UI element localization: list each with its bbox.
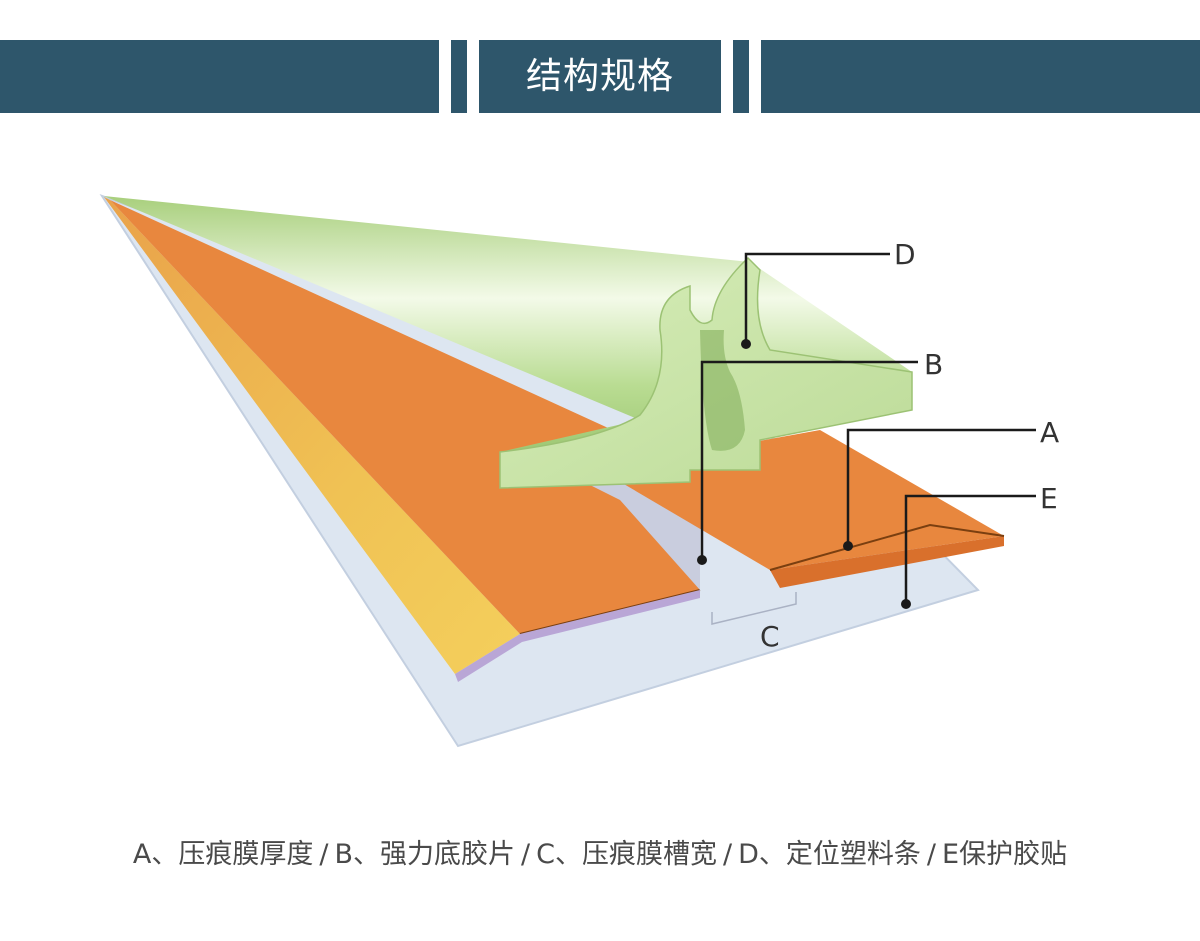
leader-dot-b [697, 555, 707, 565]
base-strip-left-bottom-edge [455, 590, 700, 682]
positioning-strip-inner-shadow [700, 330, 745, 451]
leader-line-b [700, 360, 918, 560]
leader-line-d [744, 252, 890, 344]
legend-separator: / [521, 839, 531, 870]
label-e: E [1040, 482, 1058, 515]
label-d: D [894, 238, 916, 271]
label-a: A [1040, 416, 1059, 449]
base-strip-left-bevel [104, 197, 520, 674]
banner-band-accent-right [733, 40, 749, 113]
legend-caption: A、压痕膜厚度/B、强力底胶片/C、压痕膜槽宽/D、定位塑料条/E保护胶贴 [0, 832, 1200, 871]
legend-item-b: B、强力底胶片 [334, 839, 516, 870]
legend-item-d: D、定位塑料条 [738, 839, 921, 870]
base-strip-right-edge [769, 523, 1005, 571]
legend-separator: / [723, 839, 733, 870]
leader-dot-d [741, 339, 751, 349]
label-b: B [924, 348, 943, 381]
legend-separator: / [319, 839, 329, 870]
base-strip-right-front [770, 536, 1004, 588]
leader-line-e [904, 494, 1036, 604]
legend-item-c: C、压痕膜槽宽 [536, 839, 717, 870]
base-strip-left-top [110, 200, 700, 634]
banner-band-right [761, 40, 1200, 113]
legend-item-e: E保护胶贴 [942, 839, 1068, 870]
leader-line-a [846, 428, 1036, 546]
banner-title: 结构规格 [525, 56, 674, 97]
banner-band-center [479, 40, 721, 113]
banner-band-accent-left [451, 40, 467, 113]
leader-dot-a [843, 541, 853, 551]
groove-width-marker [711, 592, 797, 625]
legend-separator: / [926, 839, 937, 870]
label-c: C [760, 620, 780, 653]
banner-band-left [0, 40, 439, 113]
structure-diagram: D B A E C [99, 194, 1059, 748]
title-banner: 结构规格 [0, 40, 1200, 113]
leader-dot-e [901, 599, 911, 609]
legend-item-a: A、压痕膜厚度 [132, 839, 314, 870]
